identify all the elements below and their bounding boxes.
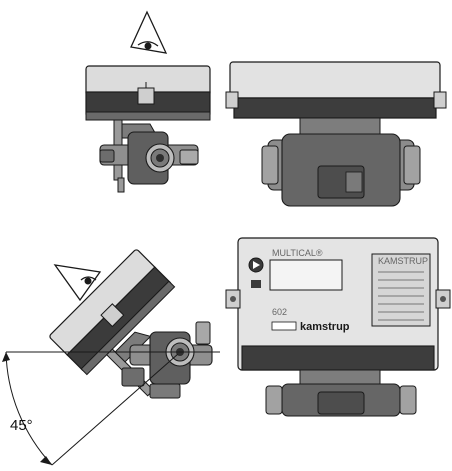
display-header: MULTICAL® [272,248,323,258]
front-view-top [225,61,447,207]
side-view-tilted: 45° [2,249,220,466]
front-view-calculator: MULTICAL® 602 KAMSTRUP kamstrup [225,237,451,417]
flow-part-bottom [265,383,417,417]
angle-indicator [2,351,220,466]
nameplate-lines [378,271,424,321]
optical-eye-icon [251,280,261,288]
calculator-housing [85,65,211,121]
brand-name: kamstrup [300,321,350,333]
eye-icon [130,10,168,54]
nameplate [371,253,431,327]
calculator-housing-front [225,61,447,119]
brand-mark [271,321,297,331]
model-number: 602 [272,307,287,317]
eye-icon [53,264,102,302]
flow-part-front [261,117,421,207]
side-view-upright [85,10,211,193]
display-window [269,259,343,291]
flow-part-tilted [121,321,213,399]
nameplate-header: KAMSTRUP [378,256,428,266]
angle-label: 45° [10,417,33,434]
play-icon [253,261,260,269]
flow-part [99,131,199,185]
